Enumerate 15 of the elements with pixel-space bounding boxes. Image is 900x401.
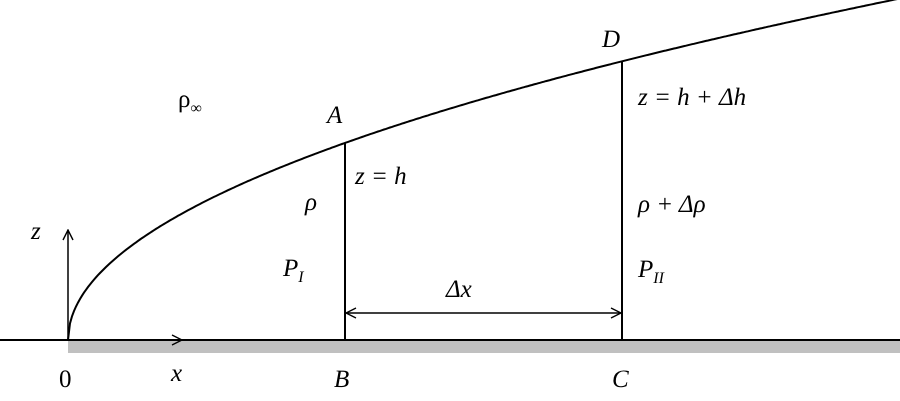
- pressure-label: P$_{II}$: [638, 256, 664, 289]
- point-label: B: [334, 366, 350, 394]
- axis-label: z: [31, 218, 41, 246]
- density-label: ρ + Δρ: [638, 191, 706, 219]
- point-label: C: [612, 366, 629, 394]
- height-label: z = h + Δh: [638, 84, 746, 112]
- point-label: A: [327, 102, 342, 130]
- dimension-label: Δx: [446, 276, 472, 304]
- origin-label: 0: [59, 366, 72, 394]
- point-label: D: [602, 26, 620, 54]
- height-label: z = h: [355, 163, 407, 191]
- axis-label: x: [171, 360, 182, 388]
- pressure-label: P$_{I}$: [283, 255, 304, 288]
- density-label: ρ: [305, 189, 317, 217]
- density-label: ρ$_{∞}$: [178, 86, 202, 119]
